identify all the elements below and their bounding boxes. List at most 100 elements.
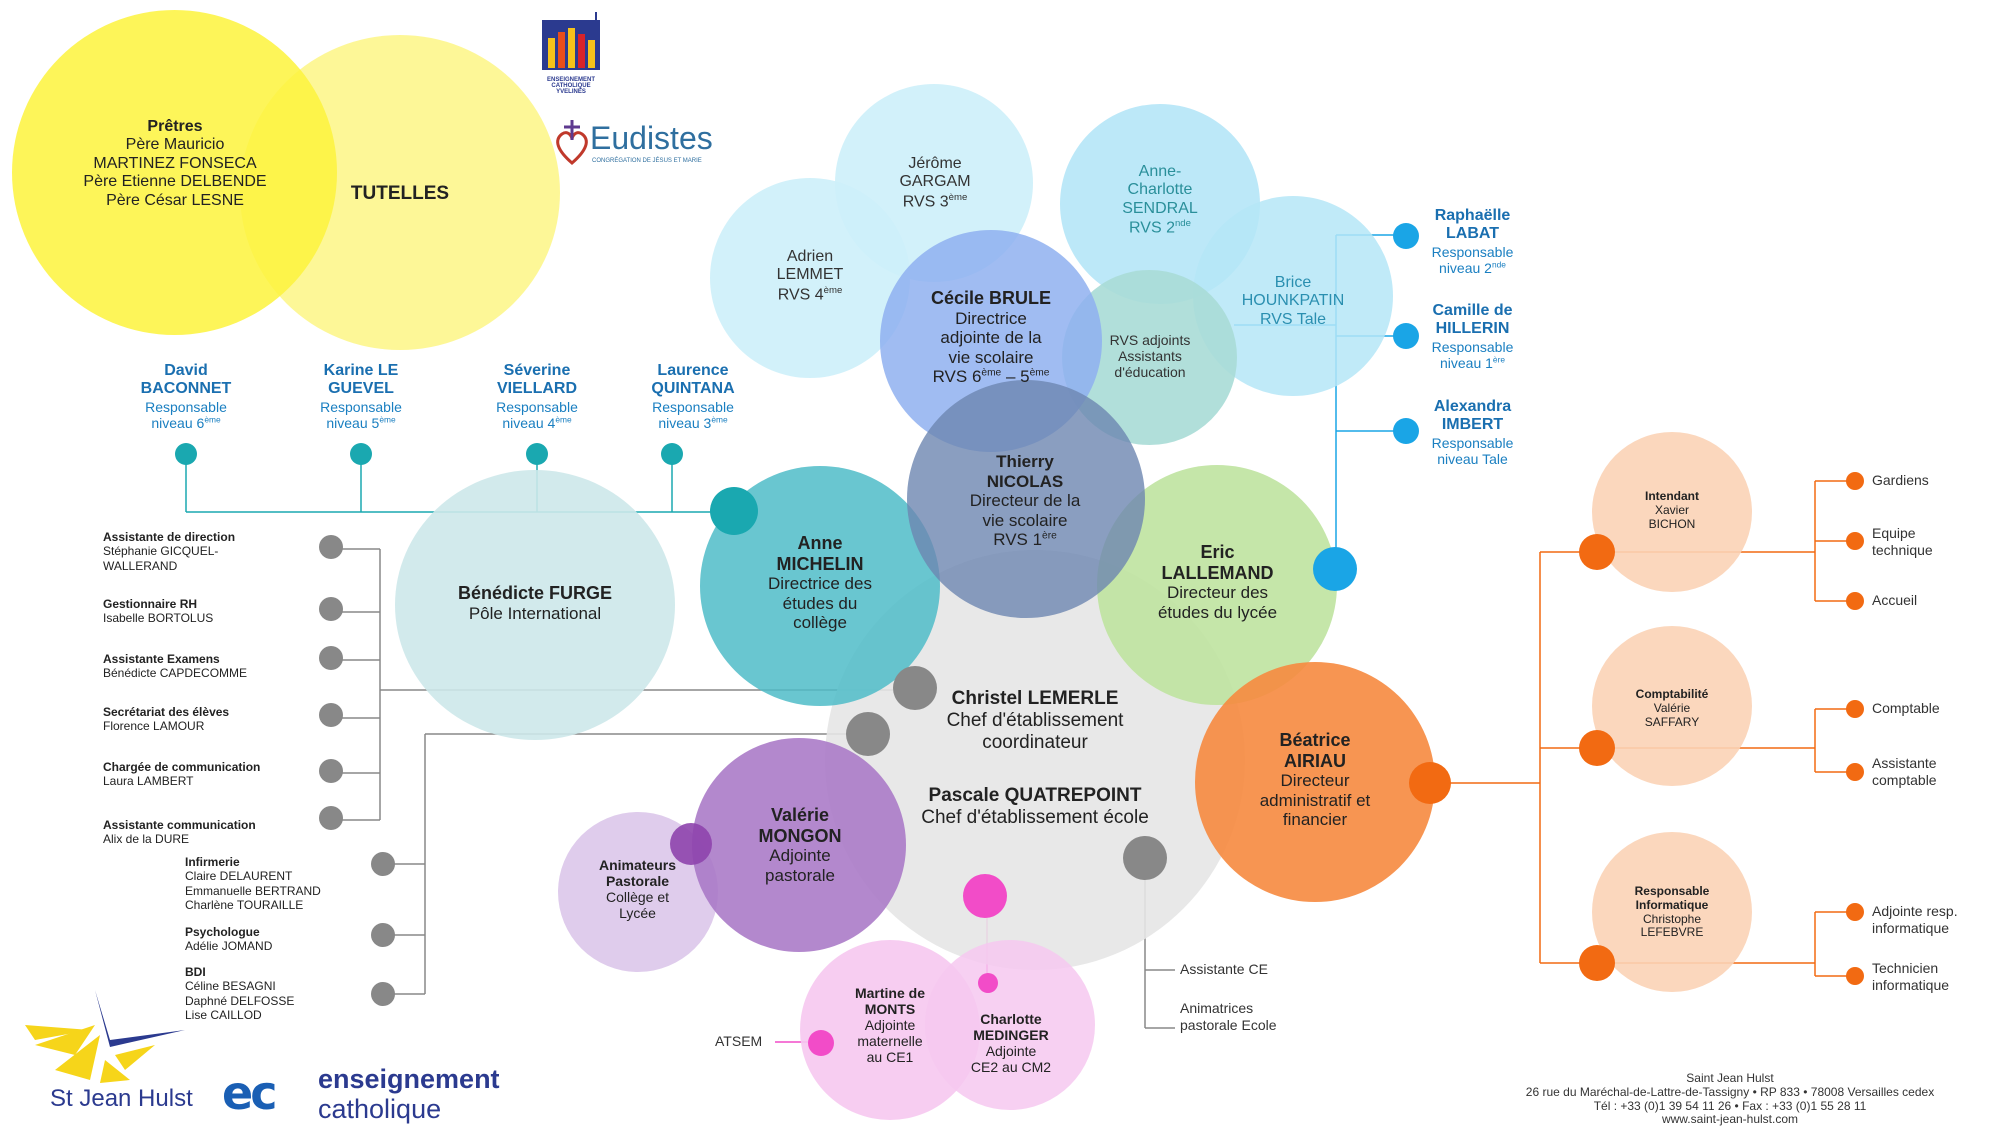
tutelles-label: TUTELLES [350, 183, 450, 204]
footer: Saint Jean Hulst 26 rue du Maréchal-de-L… [1525, 1071, 1935, 1127]
node-dot [963, 874, 1007, 918]
admin-sub: Gardiens [1872, 472, 1929, 488]
node-dot [1846, 532, 1864, 550]
atsem-label: ATSEM [715, 1033, 763, 1049]
pretres-circle [12, 10, 337, 335]
node-dot [526, 443, 548, 465]
admin-sub: Equipe technique [1872, 525, 1933, 558]
node-dot [1846, 472, 1864, 490]
node-dot [319, 806, 343, 830]
node-dot [710, 487, 758, 535]
node-dot [978, 973, 998, 993]
node-dot [661, 443, 683, 465]
node-dot [1846, 592, 1864, 610]
node-dot [371, 852, 395, 876]
adrien-circle [710, 178, 910, 378]
node-dot [808, 1030, 834, 1056]
admin-sub: Assistante comptable [1872, 755, 1937, 788]
benedicte-label: Bénédicte FURGE Pôle International [457, 583, 613, 623]
node-dot [319, 535, 343, 559]
node-dot [1313, 547, 1357, 591]
node-dot [175, 443, 197, 465]
ecole-staff-item: Animatrices pastorale Ecole [1180, 1000, 1277, 1033]
node-dot [319, 597, 343, 621]
charlotte-circle [925, 940, 1095, 1110]
benedicte-circle [395, 470, 675, 740]
node-dot [1409, 762, 1451, 804]
ec-logo: ec enseignement catholique [222, 1064, 500, 1124]
node-dot [319, 646, 343, 670]
ec-mark: ec [222, 1066, 277, 1120]
node-dot [1579, 730, 1615, 766]
node-dot [1393, 223, 1419, 249]
valerie-circle [692, 738, 906, 952]
node-dot [350, 443, 372, 465]
beatrice-circle [1195, 662, 1435, 902]
node-dot [319, 759, 343, 783]
node-dot [846, 712, 890, 756]
node-dot [1846, 903, 1864, 921]
admin-sub: Technicien informatique [1872, 960, 1950, 993]
node-dot [319, 703, 343, 727]
node-dot [893, 666, 937, 710]
node-dot [1393, 418, 1419, 444]
node-dot [1393, 323, 1419, 349]
eudistes-logo: Eudistes CONGRÉGATION DE JÉSUS ET MARIE [552, 118, 722, 170]
sjh-logo: St Jean Hulst [15, 985, 195, 1115]
admin-circle [1592, 626, 1752, 786]
thierry-circle [907, 380, 1145, 618]
node-dot [1846, 763, 1864, 781]
pascale-label: Pascale QUATREPOINT Chef d'établissement… [921, 785, 1149, 828]
node-dot [1123, 836, 1167, 880]
pretres-label: Prêtres Père Mauricio MARTINEZ FONSECA P… [83, 118, 267, 209]
admin-circle [1592, 432, 1752, 592]
node-dot [1579, 945, 1615, 981]
node-dot [371, 923, 395, 947]
node-dot [1846, 700, 1864, 718]
admin-sub: Adjointe resp. informatique [1872, 903, 1958, 936]
node-dot [371, 982, 395, 1006]
admin-sub: Accueil [1872, 592, 1918, 608]
node-dot [1579, 534, 1615, 570]
node-dot [1846, 967, 1864, 985]
node-dot [670, 823, 712, 865]
admin-circle [1592, 832, 1752, 992]
admin-sub: Comptable [1872, 700, 1940, 716]
